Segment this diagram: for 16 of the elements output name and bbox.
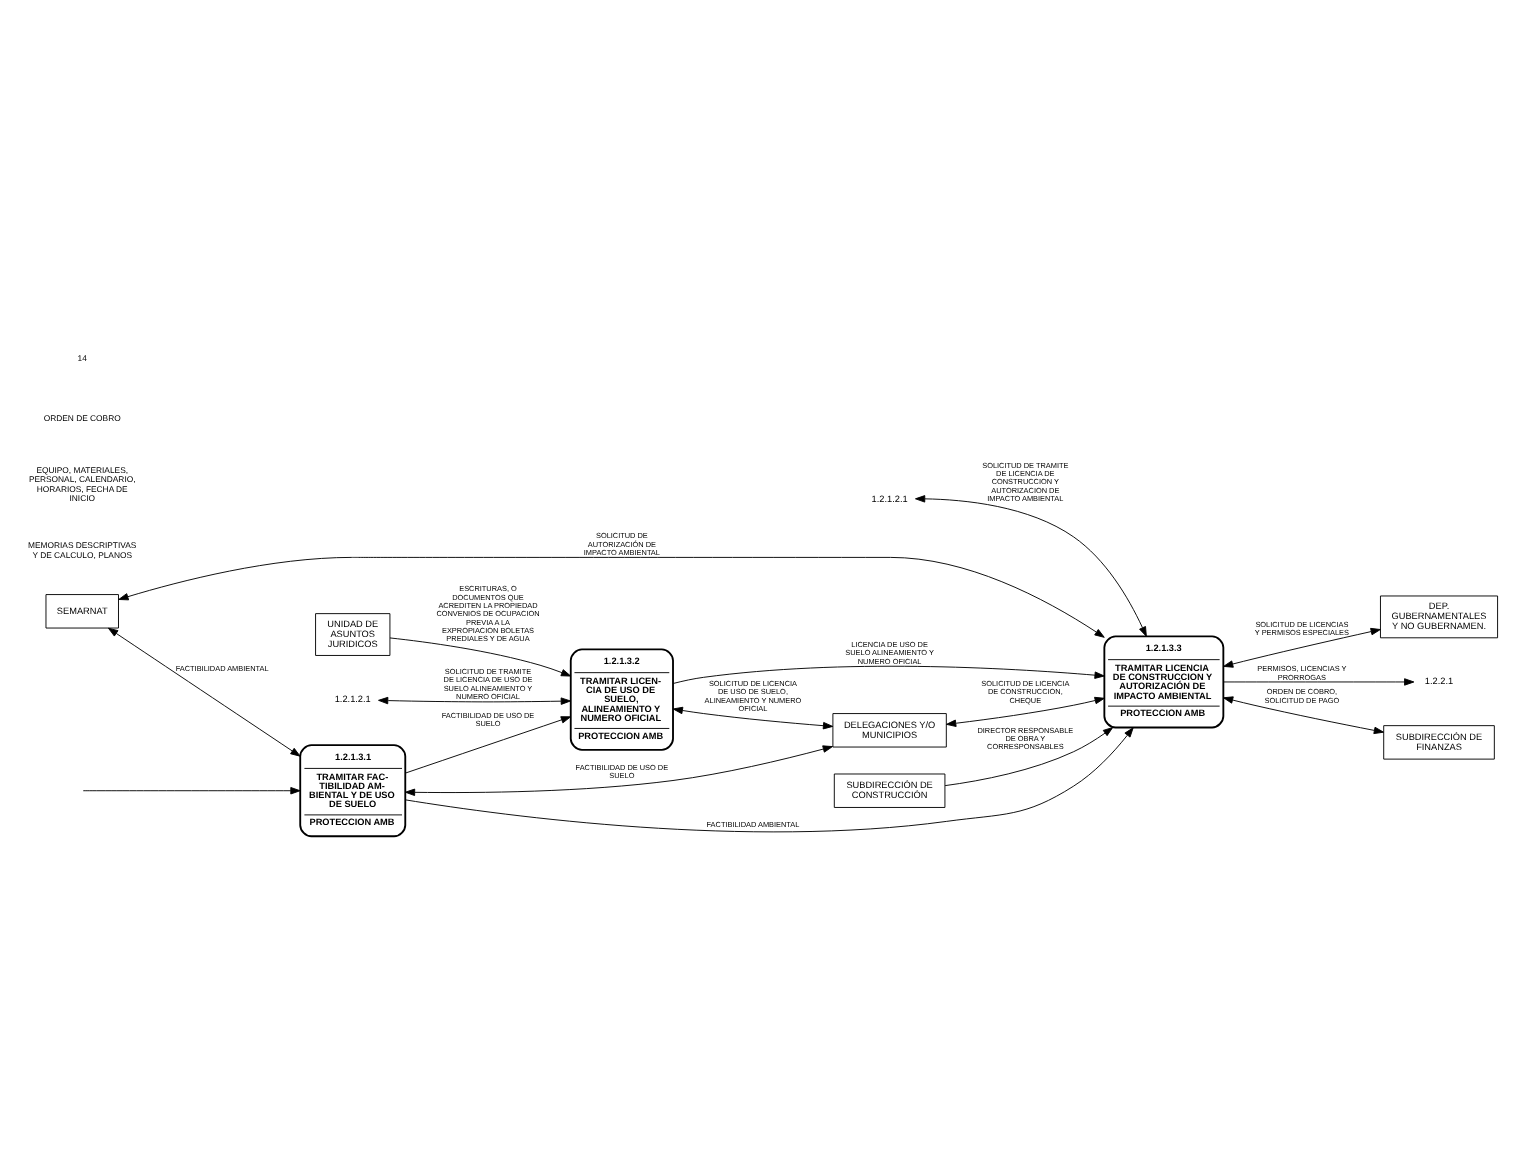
arrow xyxy=(672,705,834,729)
arrow xyxy=(405,715,572,773)
arrow xyxy=(405,726,1134,832)
arrow xyxy=(378,695,571,704)
arrow xyxy=(915,494,1147,636)
arrow xyxy=(1223,626,1381,667)
arrow xyxy=(82,786,301,794)
arrow xyxy=(107,626,301,756)
arrow xyxy=(672,664,1105,683)
arrow xyxy=(404,744,833,796)
arrow xyxy=(389,636,572,676)
arrow xyxy=(118,555,1105,637)
arrow xyxy=(1223,695,1385,734)
arrow xyxy=(946,695,1105,726)
arrow xyxy=(1222,677,1415,685)
arrow xyxy=(944,726,1114,786)
